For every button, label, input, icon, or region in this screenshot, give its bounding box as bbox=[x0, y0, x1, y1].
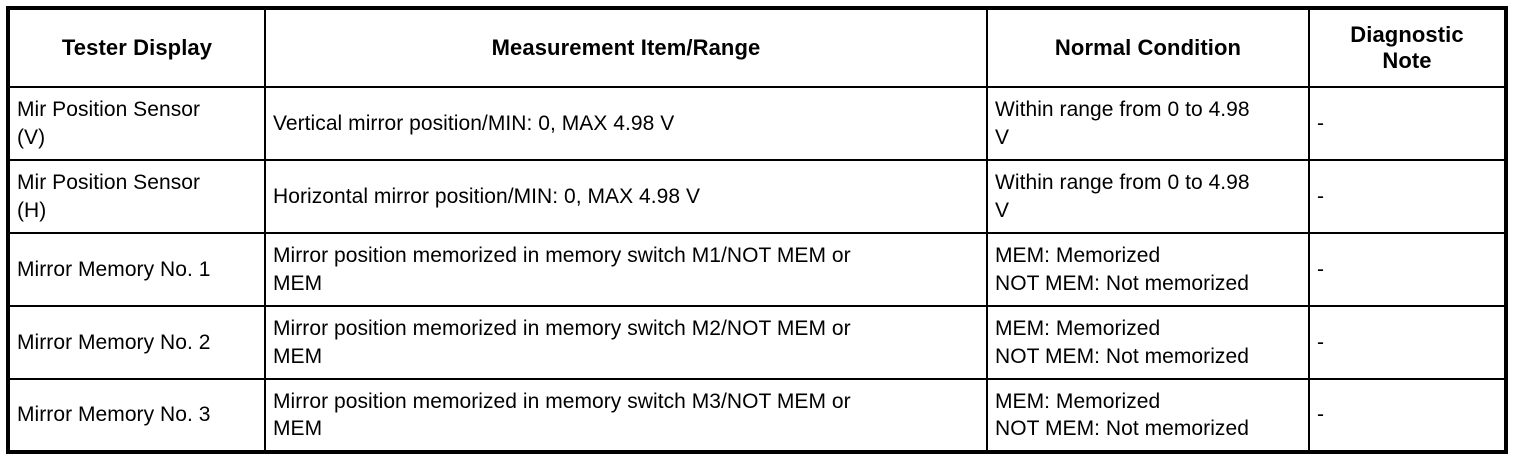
cell-normal-condition: Within range from 0 to 4.98 V bbox=[986, 86, 1310, 161]
cell-diagnostic-note: - bbox=[1308, 305, 1507, 380]
table-row: Mirror Memory No. 3 Mirror position memo… bbox=[7, 378, 1507, 453]
cell-measurement-item: Mirror position memorized in memory swit… bbox=[264, 378, 988, 453]
table-row: Mirror Memory No. 2 Mirror position memo… bbox=[7, 305, 1507, 380]
tester-display-spec-table: Tester Display Measurement Item/Range No… bbox=[6, 6, 1508, 454]
column-header-diagnostic-note: Diagnostic Note bbox=[1308, 7, 1507, 88]
cell-measurement-item: Mirror position memorized in memory swit… bbox=[264, 232, 988, 307]
header-row: Tester Display Measurement Item/Range No… bbox=[7, 7, 1507, 88]
table-row: Mir Position Sensor (V) Vertical mirror … bbox=[7, 86, 1507, 161]
cell-tester-display: Mir Position Sensor (H) bbox=[7, 159, 266, 234]
cell-diagnostic-note: - bbox=[1308, 378, 1507, 453]
column-header-tester-display: Tester Display bbox=[7, 7, 266, 88]
cell-normal-condition: MEM: Memorized NOT MEM: Not memorized bbox=[986, 378, 1310, 453]
cell-normal-condition: Within range from 0 to 4.98 V bbox=[986, 159, 1310, 234]
cell-tester-display: Mirror Memory No. 2 bbox=[7, 305, 266, 380]
table-row: Mirror Memory No. 1 Mirror position memo… bbox=[7, 232, 1507, 307]
cell-tester-display: Mirror Memory No. 1 bbox=[7, 232, 266, 307]
cell-tester-display: Mirror Memory No. 3 bbox=[7, 378, 266, 453]
cell-diagnostic-note: - bbox=[1308, 159, 1507, 234]
cell-diagnostic-note: - bbox=[1308, 232, 1507, 307]
table-body: Mir Position Sensor (V) Vertical mirror … bbox=[7, 86, 1507, 453]
column-header-normal-condition: Normal Condition bbox=[986, 7, 1310, 88]
cell-measurement-item: Horizontal mirror position/MIN: 0, MAX 4… bbox=[264, 159, 988, 234]
cell-diagnostic-note: - bbox=[1308, 86, 1507, 161]
column-header-measurement-item-range: Measurement Item/Range bbox=[264, 7, 988, 88]
table-header: Tester Display Measurement Item/Range No… bbox=[7, 7, 1507, 88]
cell-measurement-item: Vertical mirror position/MIN: 0, MAX 4.9… bbox=[264, 86, 988, 161]
cell-normal-condition: MEM: Memorized NOT MEM: Not memorized bbox=[986, 232, 1310, 307]
cell-tester-display: Mir Position Sensor (V) bbox=[7, 86, 266, 161]
cell-measurement-item: Mirror position memorized in memory swit… bbox=[264, 305, 988, 380]
table-row: Mir Position Sensor (H) Horizontal mirro… bbox=[7, 159, 1507, 234]
cell-normal-condition: MEM: Memorized NOT MEM: Not memorized bbox=[986, 305, 1310, 380]
